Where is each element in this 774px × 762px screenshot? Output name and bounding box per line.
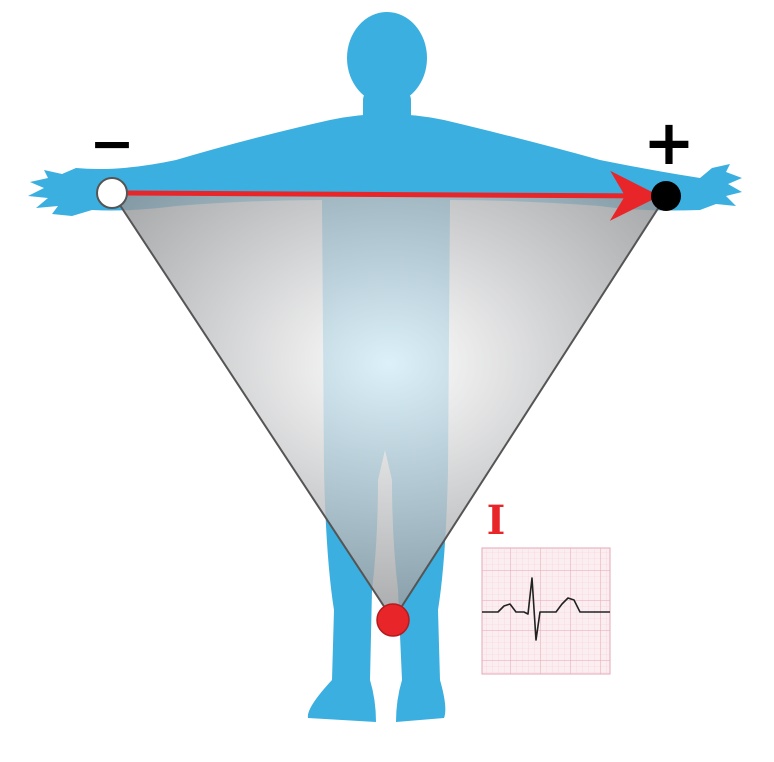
positive-sign: + bbox=[643, 106, 695, 179]
ecg-strip bbox=[481, 547, 611, 675]
negative-sign: − bbox=[89, 112, 134, 175]
lead-vector-arrow bbox=[121, 170, 660, 221]
lead-label: I bbox=[487, 497, 506, 544]
ground-electrode bbox=[376, 603, 410, 637]
positive-electrode bbox=[651, 181, 681, 211]
negative-electrode bbox=[96, 177, 128, 209]
ecg-trace bbox=[482, 577, 610, 641]
